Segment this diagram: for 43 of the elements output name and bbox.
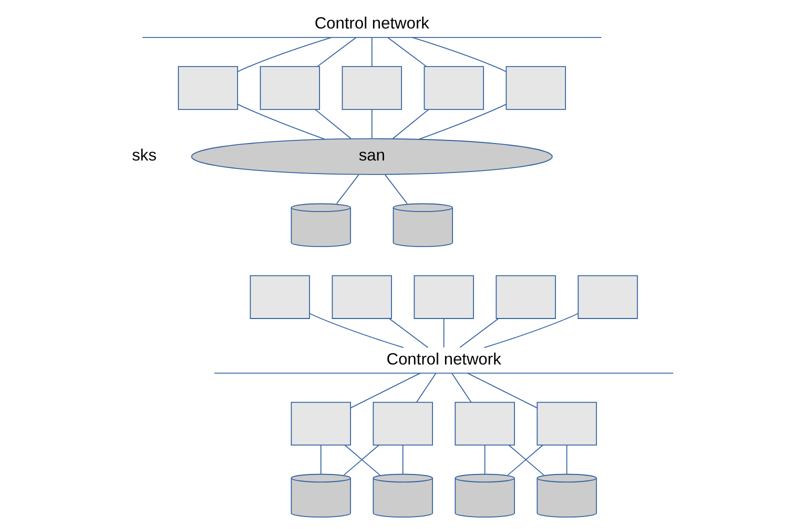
node-box — [249, 275, 310, 319]
connector — [466, 372, 538, 408]
node-box — [423, 66, 484, 110]
connector — [386, 37, 426, 68]
connector — [350, 372, 420, 408]
connector — [392, 109, 428, 139]
node-box — [536, 402, 596, 446]
connector — [384, 174, 408, 204]
connector — [388, 318, 428, 348]
node-text: Control network — [314, 14, 429, 33]
node-ellipse: san — [190, 138, 552, 175]
node-box — [290, 402, 350, 446]
connector — [236, 104, 324, 140]
connector — [308, 313, 404, 348]
connector — [483, 313, 578, 348]
label: sks — [131, 146, 156, 165]
connector — [418, 104, 506, 140]
connector — [566, 444, 567, 475]
connector — [316, 37, 356, 68]
node-box — [177, 66, 238, 110]
connector — [236, 37, 332, 72]
connector — [484, 444, 485, 475]
node-box — [413, 275, 474, 319]
node-box — [495, 275, 556, 319]
connector — [416, 372, 436, 403]
node-box — [341, 66, 402, 110]
node-box — [577, 275, 638, 319]
connector — [450, 372, 472, 403]
node-box — [259, 66, 320, 110]
connector — [336, 174, 359, 204]
node-text: Control network — [386, 350, 501, 368]
connector — [402, 444, 403, 475]
connector — [320, 444, 321, 475]
node-box — [454, 402, 514, 446]
node-box — [505, 66, 566, 110]
connector — [370, 37, 372, 68]
connector — [314, 109, 351, 139]
connector — [442, 318, 444, 348]
connector — [370, 109, 372, 139]
connector — [411, 37, 506, 72]
node-box — [331, 275, 392, 319]
connector — [458, 318, 498, 348]
node-box — [372, 402, 432, 446]
